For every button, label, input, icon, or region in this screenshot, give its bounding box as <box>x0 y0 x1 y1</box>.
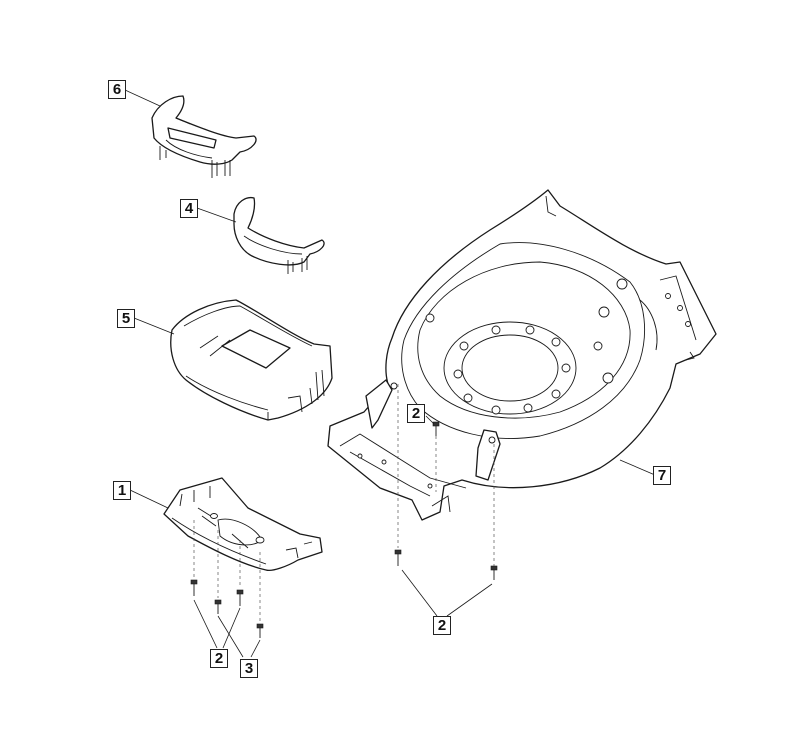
deck-bolt-ring <box>425 278 628 415</box>
callout-1: 1 <box>113 481 131 500</box>
screw-c <box>236 589 244 606</box>
callout-5: 5 <box>117 309 135 328</box>
screw-b <box>214 599 222 614</box>
screw-e <box>394 549 402 566</box>
deck-screws <box>394 384 498 580</box>
part-7-mower-deck <box>327 189 717 521</box>
callout-2-bottom-right: 2 <box>433 616 451 635</box>
part-1-skid-plate <box>163 477 323 572</box>
part-6-handle-grip <box>151 95 257 178</box>
screw-f <box>490 565 498 580</box>
screw-g <box>432 421 440 436</box>
screw-a <box>190 579 198 596</box>
part-4-handle-grip <box>233 196 325 274</box>
callout-2-bottom-left: 2 <box>210 649 228 668</box>
part-5-rear-cover <box>170 299 333 421</box>
screw-d <box>256 623 264 638</box>
skid-plate-screws <box>190 520 264 638</box>
callout-3: 3 <box>240 659 258 678</box>
callout-2-center: 2 <box>407 404 425 423</box>
callout-6: 6 <box>108 80 126 99</box>
callout-7: 7 <box>653 466 671 485</box>
leader-lines <box>124 89 656 658</box>
callout-4: 4 <box>180 199 198 218</box>
